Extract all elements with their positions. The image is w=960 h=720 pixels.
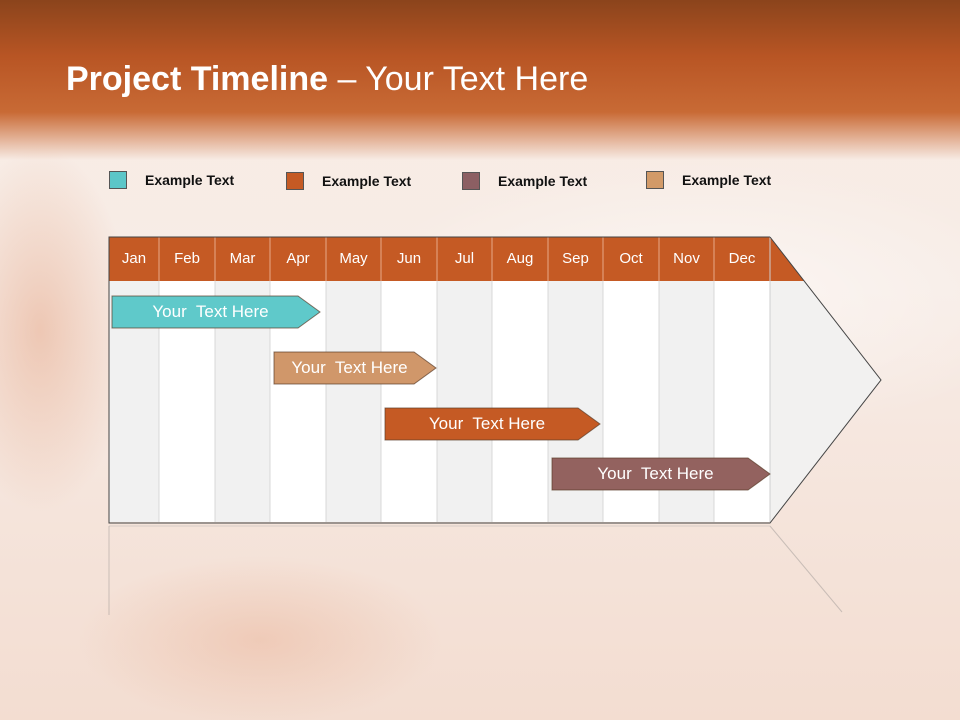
month-label-jun: Jun [396,250,422,267]
task-label-3: Your Text Here [428,414,546,433]
legend-swatch-2 [286,172,304,190]
arrow-head [770,237,881,523]
month-column [437,281,492,522]
legend-label-3: Example Text [498,173,588,189]
month-column [492,281,548,522]
month-label-aug: Aug [506,250,534,267]
task-label-2: Your Text Here [291,358,408,377]
month-label-jan: Jan [121,250,147,267]
page-title: Project Timeline – Your Text Here [66,60,588,99]
title-rest: – Your Text Here [328,60,589,98]
month-label-sep: Sep [562,250,589,267]
month-label-nov: Nov [673,250,700,267]
month-label-mar: Mar [229,250,256,267]
arrow-outline [108,236,882,524]
month-label-jul: Jul [454,250,475,267]
legend-item-1: Example Text [109,170,234,190]
legend-label-2: Example Text [322,173,412,189]
month-label-feb: Feb [174,250,200,267]
month-label-oct: Oct [619,250,643,267]
task-bar-4 [551,457,771,491]
legend-item-3: Example Text [462,171,587,191]
legend-swatch-1 [109,171,127,189]
title-bold: Project Timeline [66,60,329,98]
legend-label-1: Example Text [145,172,235,188]
legend-item-4: Example Text [646,170,771,190]
task-bar-1 [111,295,321,329]
task-bar-3 [384,407,601,441]
task-bar-2 [273,351,437,385]
month-label-dec: Dec [728,250,756,267]
legend-swatch-4 [646,171,664,189]
reflection-line [769,525,843,613]
legend-swatch-3 [462,172,480,190]
month-label-may: May [339,250,368,267]
task-label-4: Your Text Here [597,464,714,483]
title-banner [0,0,960,160]
legend-item-2: Example Text [286,171,411,191]
month-column [326,281,381,522]
month-column [381,281,437,522]
task-label-1: Your Text Here [152,302,269,321]
month-label-apr: Apr [286,250,310,267]
month-header-band [109,237,804,281]
legend-label-4: Example Text [682,172,772,188]
